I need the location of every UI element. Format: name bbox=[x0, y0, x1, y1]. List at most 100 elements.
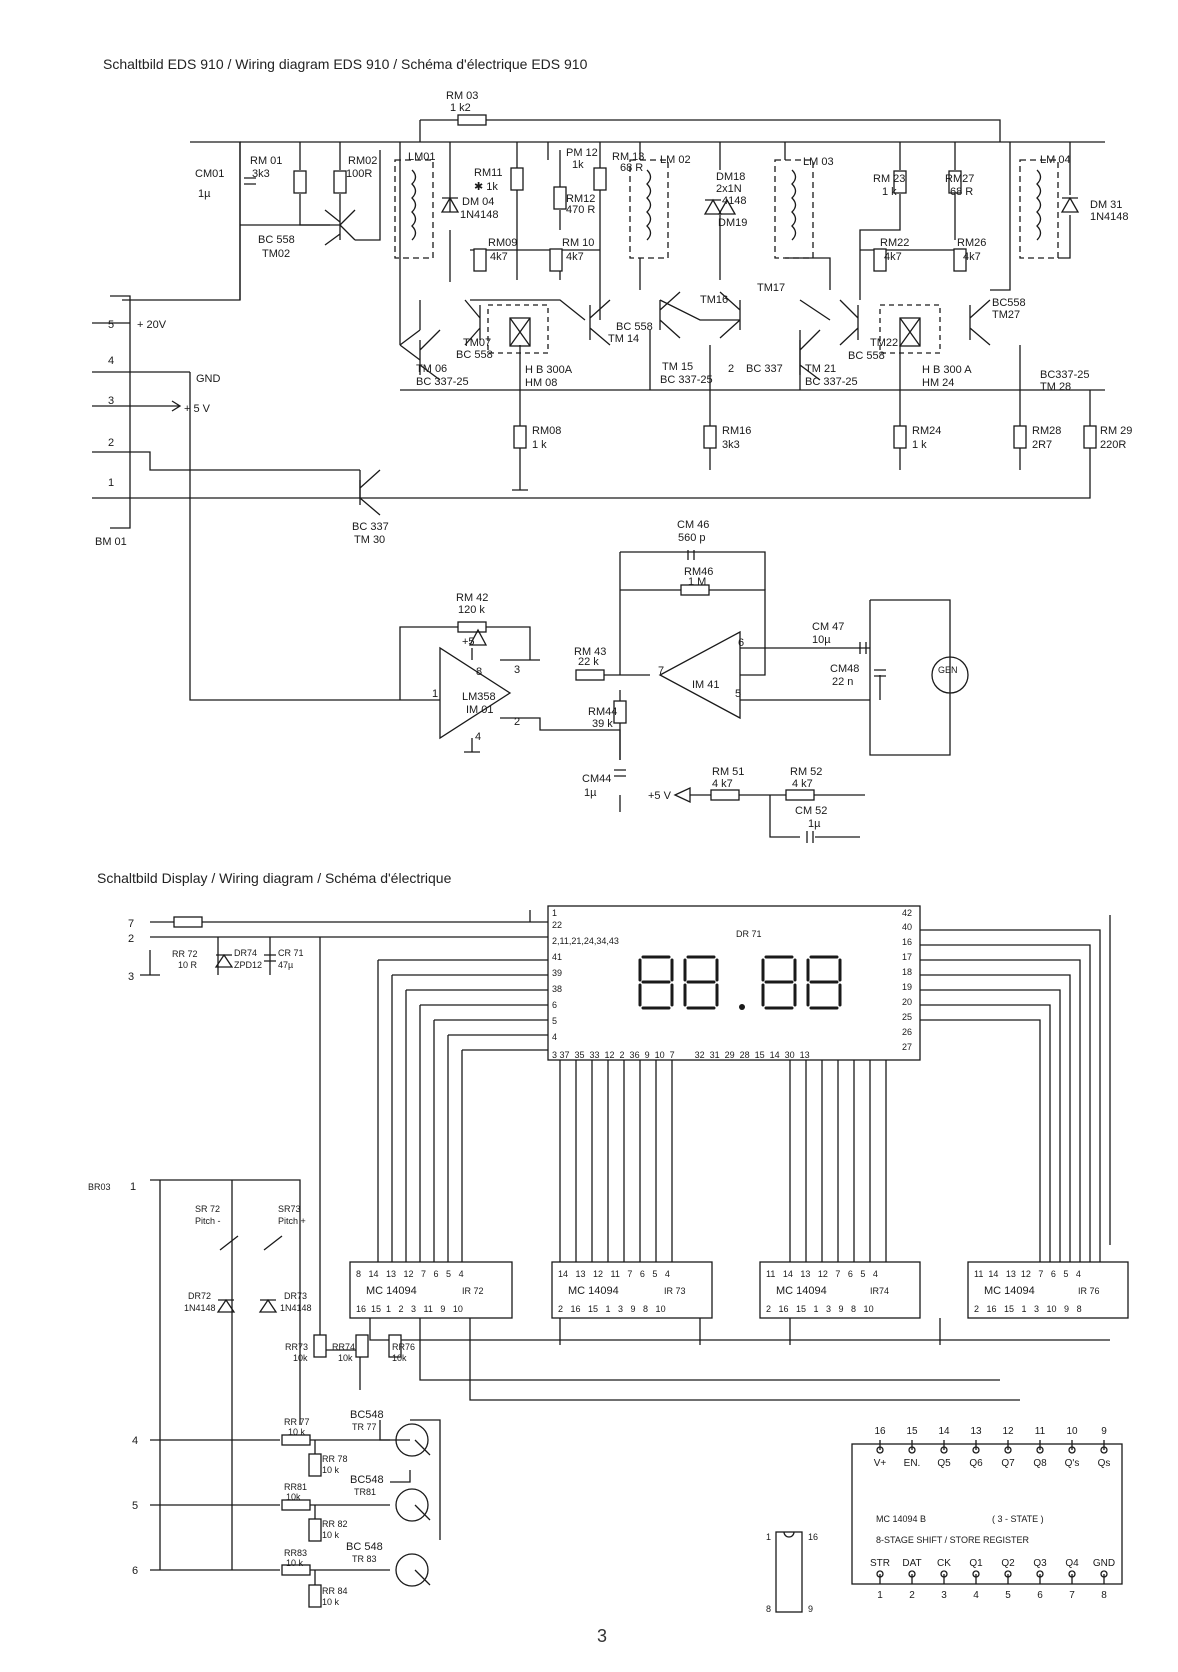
display-pin27: 27 bbox=[902, 1042, 912, 1052]
chip-pin9: 9 bbox=[808, 1604, 813, 1614]
lm04-label: LM 04 bbox=[1040, 154, 1071, 166]
bc558e-label: BC558 bbox=[992, 297, 1026, 309]
hm08-label: HM 08 bbox=[525, 377, 557, 389]
dm18-value2: 4148 bbox=[722, 195, 746, 207]
pinout-pin-circle bbox=[1036, 1570, 1044, 1578]
pinout-state: ( 3 - STATE ) bbox=[992, 1514, 1044, 1524]
opamp2-pin7: 7 bbox=[658, 665, 664, 677]
dr73-value: 1N4148 bbox=[280, 1303, 312, 1313]
rr84-label: RR 84 bbox=[322, 1586, 348, 1596]
opamp-pin1: 1 bbox=[432, 688, 438, 700]
pinout-top-number: 15 bbox=[906, 1426, 918, 1437]
dm31-value: 1N4148 bbox=[1090, 211, 1129, 223]
rm01-value: 3k3 bbox=[252, 168, 270, 180]
shift-register-ics bbox=[349, 1261, 1129, 1319]
ic74-name: MC 14094 bbox=[776, 1285, 827, 1297]
bottom-pin7: 7 bbox=[128, 918, 134, 930]
pinout-top-number: 11 bbox=[1035, 1426, 1046, 1437]
cr71-value: 47µ bbox=[278, 960, 293, 970]
pinout-pin-circle bbox=[1068, 1446, 1076, 1454]
page-number: 3 bbox=[597, 1626, 608, 1646]
pinout-pin-circle bbox=[1068, 1570, 1076, 1578]
pinout-bottom-number: 3 bbox=[941, 1590, 947, 1601]
connector-pin5: 5 bbox=[108, 319, 114, 331]
im41-label: IM 41 bbox=[692, 679, 720, 691]
connector-pin3: 3 bbox=[108, 395, 114, 407]
tm17-label: TM17 bbox=[757, 282, 785, 294]
pinout-title: MC 14094 B bbox=[876, 1514, 926, 1524]
display-pin38: 38 bbox=[552, 984, 562, 994]
bc33725c-label: BC 337-25 bbox=[805, 376, 858, 388]
top-transistors bbox=[324, 196, 1080, 516]
rr74-label: RR74 bbox=[332, 1342, 355, 1352]
gnd-label: GND bbox=[196, 373, 221, 385]
rm46-label: RM46 bbox=[684, 566, 713, 578]
display-pin1: 1 bbox=[552, 908, 557, 918]
pinout-top-number: 12 bbox=[1002, 1426, 1014, 1437]
bottom-text: 7 2 3 RR 72 10 R DR74 ZPD12 CR 71 47µ DR… bbox=[88, 908, 1115, 1614]
rm13-label: RM 13 bbox=[612, 151, 644, 163]
rm26-value: 4k7 bbox=[963, 251, 981, 263]
ic72-bottom-pins: 16 15 1 2 3 11 9 10 bbox=[356, 1304, 463, 1314]
ic73-bottom-pins: 2 16 15 1 3 9 8 10 bbox=[558, 1304, 666, 1314]
rm03-value: 1 k2 bbox=[450, 102, 471, 114]
display-bottom-pins: 3 37 35 33 12 2 36 9 10 7 32 31 29 28 15… bbox=[552, 1050, 810, 1060]
ic72-top-pins: 8 14 13 12 7 6 5 4 bbox=[356, 1269, 464, 1279]
bc558c-label: BC 558 bbox=[616, 321, 653, 333]
tm28-label: TM 28 bbox=[1040, 381, 1071, 393]
display-module[interactable] bbox=[547, 905, 921, 1061]
im01-label: IM 01 bbox=[466, 704, 494, 716]
dm18-label: DM18 bbox=[716, 171, 745, 183]
dm18-value: 2x1N bbox=[716, 183, 742, 195]
pinout-pin-circle bbox=[908, 1446, 916, 1454]
rm23-label: RM 23 bbox=[873, 173, 905, 185]
rm12-value: 470 R bbox=[566, 204, 595, 216]
br03-pin1: 1 bbox=[130, 1181, 136, 1193]
sr72-value: Pitch - bbox=[195, 1216, 221, 1226]
pinout-top-signal: Q6 bbox=[969, 1458, 983, 1469]
display-pins-common: 2,11,21,24,34,43 bbox=[552, 936, 619, 946]
pinout-top-number: 16 bbox=[874, 1426, 886, 1437]
ic76-name: MC 14094 bbox=[984, 1285, 1035, 1297]
ic72-name: MC 14094 bbox=[366, 1285, 417, 1297]
rm28-value: 2R7 bbox=[1032, 439, 1052, 451]
rm09-label: RM09 bbox=[488, 237, 517, 249]
pinout-top-signal: Qs bbox=[1098, 1458, 1111, 1469]
tr81-label: TR81 bbox=[354, 1487, 376, 1497]
ic74-bottom-pins: 2 16 15 1 3 9 8 10 bbox=[766, 1304, 874, 1314]
bottom-pin3: 3 bbox=[128, 971, 134, 983]
bc337b-label: BC 337 bbox=[352, 521, 389, 533]
ic73-name: MC 14094 bbox=[568, 1285, 619, 1297]
top-capacitors bbox=[244, 177, 969, 843]
pinout-bottom-number: 1 bbox=[877, 1590, 883, 1601]
display-pin40: 40 bbox=[902, 922, 912, 932]
pinout-bottom-signal: Q2 bbox=[1001, 1558, 1015, 1569]
pinout-top-number: 10 bbox=[1066, 1426, 1078, 1437]
rr81-value: 10k bbox=[286, 1492, 301, 1502]
rm43-value: 22 k bbox=[578, 656, 599, 668]
pinout-pin-circle bbox=[1004, 1446, 1012, 1454]
rm24-label: RM24 bbox=[912, 425, 941, 437]
ic74-ref: IR74 bbox=[870, 1286, 889, 1296]
cm46-label: CM 46 bbox=[677, 519, 709, 531]
top-resistors bbox=[293, 114, 1097, 801]
bottom-schematic-wiring bbox=[140, 910, 1111, 1600]
dr73-label: DR73 bbox=[284, 1291, 307, 1301]
opamp-pin2: 2 bbox=[514, 716, 520, 728]
rm22-label: RM22 bbox=[880, 237, 909, 249]
cm44-label: CM44 bbox=[582, 773, 611, 785]
bottom-pin4: 4 bbox=[132, 1435, 138, 1447]
opamp-pin4: 4 bbox=[475, 731, 481, 743]
opamp2-pin6: 6 bbox=[738, 637, 744, 649]
rm42-value: 120 k bbox=[458, 604, 485, 616]
display-pin25: 25 bbox=[902, 1012, 912, 1022]
rr76-label: RR76 bbox=[392, 1342, 415, 1352]
rm16-label: RM16 bbox=[722, 425, 751, 437]
pm12-label: PM 12 bbox=[566, 147, 598, 159]
bc548c-label: BC 548 bbox=[346, 1541, 383, 1553]
pinout-bottom-signal: Q3 bbox=[1033, 1558, 1047, 1569]
tm14-label: TM 14 bbox=[608, 333, 639, 345]
pinout-pin-circle bbox=[972, 1570, 980, 1578]
rr83-label: RR83 bbox=[284, 1548, 307, 1558]
lm02-label: LM 02 bbox=[660, 154, 691, 166]
